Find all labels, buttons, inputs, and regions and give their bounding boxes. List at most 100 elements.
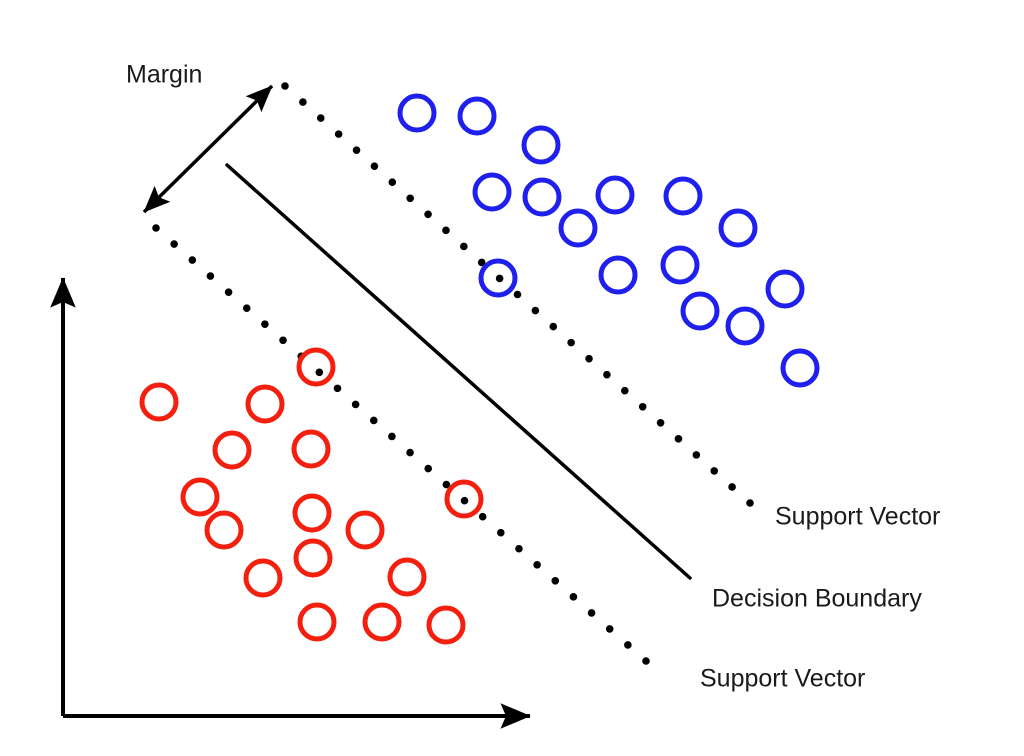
data-point	[660, 245, 700, 285]
data-point	[718, 208, 758, 248]
margin-dot	[642, 657, 650, 665]
margin-dot	[460, 242, 468, 251]
data-point	[397, 93, 437, 133]
margin-dot	[531, 306, 540, 315]
data-point	[663, 176, 703, 216]
margin-dot	[188, 256, 197, 264]
data-point	[598, 255, 638, 295]
data-point	[387, 557, 427, 597]
data-point	[292, 493, 332, 533]
support-vector-lines	[152, 82, 754, 665]
margin-dot	[587, 609, 596, 617]
margin-dot	[388, 178, 397, 187]
margin-dot	[624, 641, 632, 649]
margin-dot	[261, 320, 269, 329]
margin-dot	[442, 226, 450, 235]
data-point	[680, 291, 720, 331]
data-point	[472, 172, 512, 212]
margin-dot	[152, 224, 160, 232]
margin-dot	[605, 625, 614, 633]
margin-dot	[281, 82, 289, 90]
margin-arrow-stroke	[142, 84, 274, 214]
data-point	[426, 605, 466, 645]
margin-dot	[299, 98, 307, 106]
margin-dot	[585, 354, 593, 363]
margin-dot	[242, 304, 251, 312]
margin-dot	[315, 368, 324, 377]
margin-dot	[388, 432, 396, 441]
series-blue	[397, 93, 820, 388]
margin-dot	[551, 577, 560, 585]
support-vector-lower-label: Support Vector	[700, 665, 865, 693]
data-point	[595, 175, 635, 215]
margin-dot	[746, 499, 754, 507]
margin-dot	[710, 467, 719, 475]
support-vector-upper-dots	[281, 82, 754, 507]
data-point	[521, 125, 561, 165]
data-point	[780, 348, 820, 388]
margin-label: Margin	[126, 61, 202, 89]
margin-dot	[406, 194, 414, 203]
data-point	[725, 306, 765, 346]
margin-dot	[533, 560, 541, 569]
series-red	[139, 347, 484, 645]
margin-dot	[351, 400, 360, 409]
support-vector-point	[444, 479, 484, 519]
margin-dot	[206, 272, 215, 280]
margin-dot	[442, 480, 451, 489]
margin-dot	[567, 338, 575, 347]
margin-dot	[603, 370, 611, 379]
data-point	[243, 558, 283, 598]
data-point	[297, 602, 337, 642]
margin-dot	[316, 114, 325, 122]
data-point	[180, 477, 220, 517]
support-vector-point	[478, 258, 518, 298]
data-point	[558, 208, 598, 248]
margin-dot	[515, 544, 523, 553]
data-point	[457, 96, 497, 136]
margin-dot	[224, 288, 233, 296]
margin-dot	[333, 384, 342, 393]
data-point	[291, 429, 331, 469]
margin-dot	[656, 419, 665, 427]
data-point	[522, 177, 562, 217]
margin-dot	[495, 274, 504, 283]
data-point	[212, 430, 252, 470]
margin-dot	[424, 210, 432, 219]
margin-dot	[638, 402, 647, 411]
margin-dot	[549, 322, 558, 331]
margin-dot	[497, 528, 505, 537]
margin-dot	[728, 483, 736, 491]
support-vector-point	[296, 347, 336, 387]
margin-dot	[370, 162, 379, 170]
data-point	[245, 384, 285, 424]
margin-dot	[569, 593, 578, 601]
margin-dot	[352, 146, 361, 154]
data-points	[139, 93, 820, 645]
margin-dot	[621, 386, 629, 395]
data-point	[345, 510, 385, 550]
margin-dot	[478, 512, 487, 521]
decision-boundary-line	[225, 163, 692, 580]
margin-dot	[334, 130, 343, 138]
margin-dot	[369, 416, 378, 425]
margin-dot	[674, 435, 683, 443]
support-vector-upper-label: Support Vector	[775, 503, 940, 531]
margin-dot	[692, 451, 701, 459]
data-point	[139, 382, 179, 422]
margin-dot	[279, 336, 287, 345]
margin-dot	[513, 290, 522, 299]
margin-dot	[170, 240, 178, 248]
margin-dot	[477, 258, 486, 267]
margin-dot	[424, 464, 433, 473]
support-vector-lower-dots	[152, 224, 650, 665]
margin-arrow	[142, 84, 274, 214]
data-point	[362, 602, 402, 642]
margin-dot	[406, 448, 414, 457]
decision-boundary-label: Decision Boundary	[712, 585, 922, 613]
decision-boundary-stroke	[225, 163, 692, 580]
margin-dot	[460, 496, 469, 505]
data-point	[204, 510, 244, 550]
